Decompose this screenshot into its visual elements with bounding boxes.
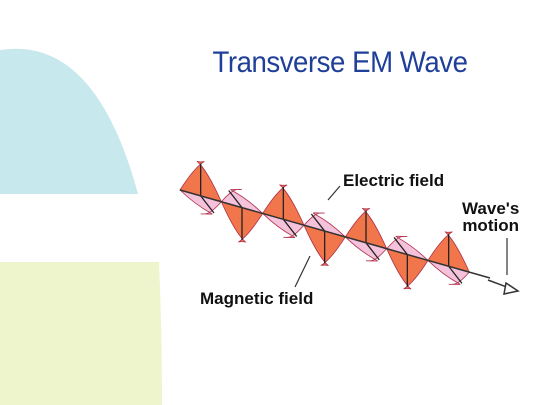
magnetic-field-vector <box>228 190 243 208</box>
magnetic-leader-line <box>294 255 311 288</box>
wave-motion-arrow <box>487 279 520 295</box>
magnetic-field-vector <box>448 265 463 284</box>
top-left-blue-shape <box>0 48 138 195</box>
magnetic-field-vector <box>282 218 298 237</box>
wave-motion-label: Wave's motion <box>462 200 519 234</box>
magnetic-field-label: Magnetic field <box>200 289 314 308</box>
electric-leader-line <box>327 185 341 201</box>
bottom-left-green-shape <box>0 262 162 405</box>
page-title: Transverse EM Wave <box>212 46 468 79</box>
magnetic-field-vector <box>365 242 380 261</box>
electric-field-label: Electric field <box>343 171 445 190</box>
magnetic-field-vector <box>310 213 326 232</box>
wave-motion-label-line1: Wave's <box>462 199 520 218</box>
magnetic-field-vector <box>393 237 408 255</box>
magnetic-field-vector <box>200 195 215 214</box>
propagation-axis <box>179 189 491 279</box>
wave-motion-label-line2: motion <box>462 216 519 235</box>
